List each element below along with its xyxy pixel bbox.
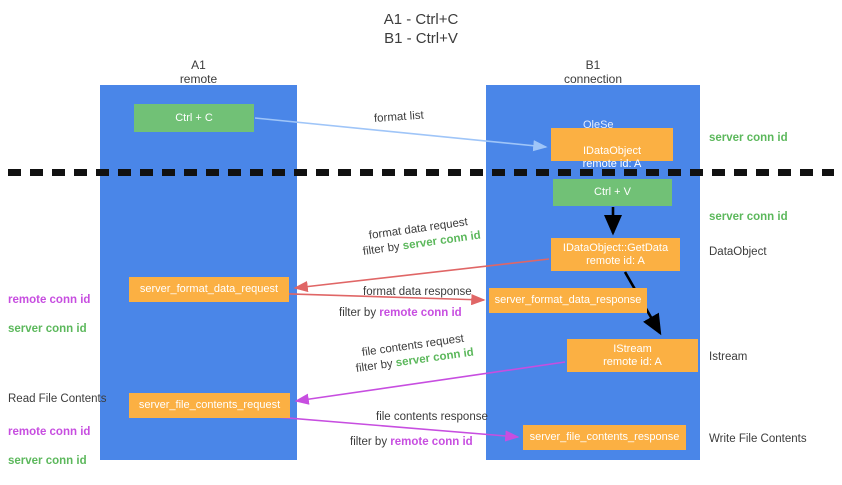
annotation-conn-id-pair-lower: remote conn id server conn id [8,410,90,483]
lane-title-a1: A1 remote [179,58,218,86]
node-idataobject-getdata[interactable]: IDataObject::GetData remote id: A [551,238,680,271]
annotation-istream: Istream [709,351,748,363]
node-istream[interactable]: IStream remote id: A [567,339,698,372]
node-ctrl-v-label: Ctrl + V [594,186,631,198]
node-server-format-data-response-label: server_format_data_response [494,294,642,306]
node-server-format-data-response[interactable]: server_format_data_response [489,288,647,313]
node-ole-remote-id: remote id: A [582,157,642,170]
annotation-read-file-contents: Read File Contents [8,393,107,405]
node-idataobject-label: IDataObject [582,144,642,157]
node-getdata-title: IDataObject::GetData [562,241,669,254]
node-server-file-contents-response[interactable]: server_file_contents_response [523,425,686,450]
annotation-remote-conn-id: remote conn id [8,426,91,438]
node-ctrl-v[interactable]: Ctrl + V [553,179,672,206]
page-title: A1 - Ctrl+C B1 - Ctrl+V [383,11,459,47]
annotation-conn-id-pair-upper: remote conn id server conn id [8,278,90,351]
phase-separator [8,169,834,176]
node-ctrl-c-label: Ctrl + C [175,111,213,124]
edge-label-format-list: format list [373,109,425,125]
filter-prefix: filter by [339,307,380,319]
node-getdata-remote-id: remote id: A [586,254,645,267]
filter-prefix: filter by [350,436,391,448]
annotation-dataobject: DataObject [709,246,767,258]
node-server-format-data-request-label: server_format_data_request [139,283,279,295]
node-server-file-contents-response-label: server_file_contents_response [529,431,680,443]
edge-label-file-contents-response: file contents response [376,411,488,423]
node-istream-remote-id: remote id: A [603,355,662,368]
annotation-write-file-contents: Write File Contents [709,433,807,445]
filter-prefix: filter by [362,240,404,258]
node-ole-title: OleSetClipboard IDataObject [583,119,641,158]
node-ole-set-clipboard[interactable]: OleSetClipboard IDataObject remote id: A [551,119,673,170]
edge-label-format-data-response-filter: filter by remote conn id [339,305,462,321]
node-istream-title: IStream [613,342,652,355]
lane-title-b1: B1 connection [563,58,623,86]
filter-id-remote-conn: remote conn id [390,436,473,448]
edge-label-format-data-response: format data response [363,286,472,298]
node-server-format-data-request[interactable]: server_format_data_request [129,277,289,302]
annotation-remote-conn-id: remote conn id [8,294,91,306]
annotation-server-conn-id-top: server conn id [709,132,788,144]
edge-label-file-contents-response-filter: filter by remote conn id [350,434,473,450]
node-server-file-contents-request[interactable]: server_file_contents_request [129,393,290,418]
node-ole-set-clipboard-label: OleSetClipboard [582,118,613,131]
node-ctrl-c[interactable]: Ctrl + C [134,104,254,132]
node-server-file-contents-request-label: server_file_contents_request [138,399,281,411]
annotation-server-conn-id: server conn id [8,455,87,467]
filter-id-remote-conn: remote conn id [379,307,462,319]
annotation-server-conn-id: server conn id [8,323,87,335]
filter-prefix: filter by [355,357,397,375]
annotation-server-conn-id-mid: server conn id [709,211,788,223]
